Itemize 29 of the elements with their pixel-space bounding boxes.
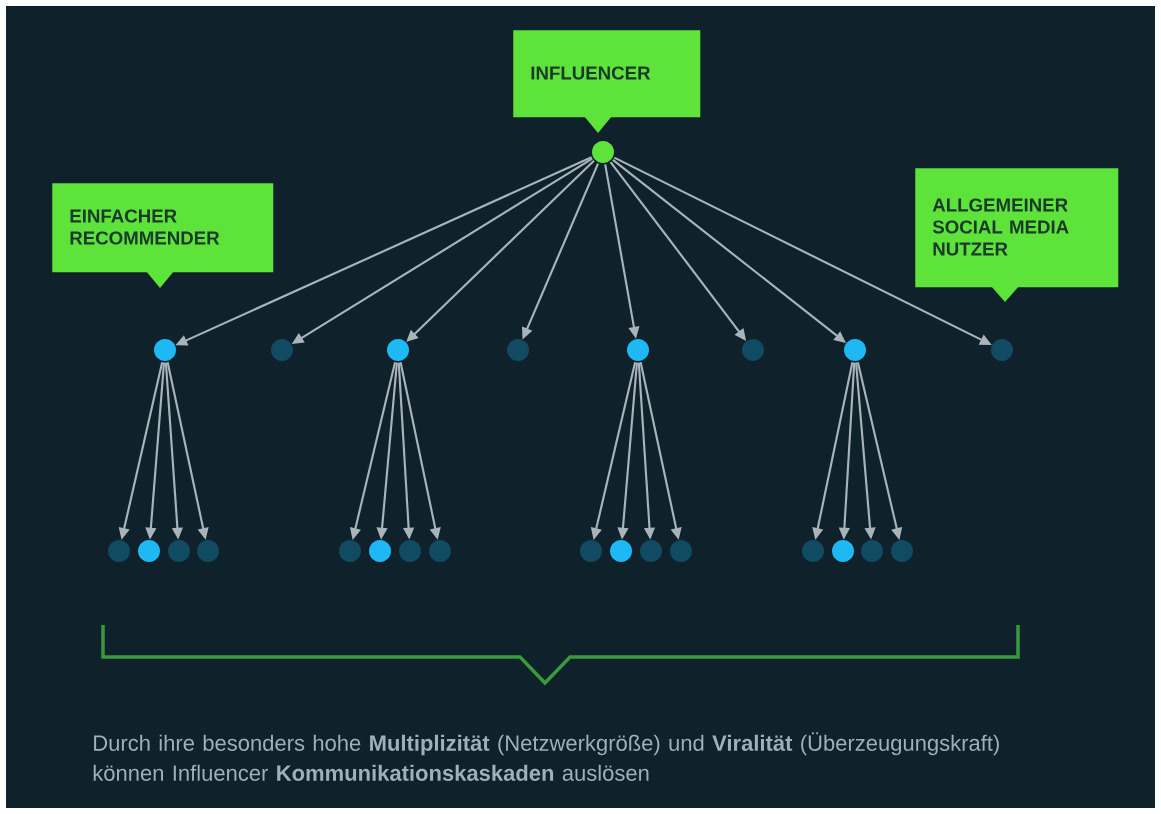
network-dot xyxy=(891,540,913,562)
network-dot xyxy=(387,339,409,361)
network-dot xyxy=(991,339,1013,361)
network-dot xyxy=(507,339,529,361)
network-dot xyxy=(580,540,602,562)
network-dot xyxy=(670,540,692,562)
network-dot xyxy=(168,540,190,562)
label-box: EINFACHER RECOMMENDER xyxy=(52,183,274,288)
network-dot xyxy=(592,141,614,163)
network-dot xyxy=(339,540,361,562)
network-dot xyxy=(429,540,451,562)
label-box: ALLGEMEINER SOCIAL MEDIA NUTZER xyxy=(915,168,1119,302)
label-box: INFLUENCER xyxy=(513,30,701,133)
network-dot xyxy=(802,540,824,562)
network-dot xyxy=(861,540,883,562)
network-dot xyxy=(610,540,632,562)
network-dot xyxy=(640,540,662,562)
network-dot xyxy=(844,339,866,361)
network-dot xyxy=(154,339,176,361)
network-dot xyxy=(369,540,391,562)
network-dot xyxy=(399,540,421,562)
network-dot xyxy=(197,540,219,562)
network-dot xyxy=(742,339,764,361)
caption: Durch ihre besonders hohe Multiplizität (Netzwerkgröße) und Viralität (Überzeugungskraft) können Influencer Kommunikationskaskaden auslösen xyxy=(93,732,999,781)
network-dot xyxy=(108,540,130,562)
network-dot xyxy=(138,540,160,562)
network-dot xyxy=(627,339,649,361)
network-dot xyxy=(271,339,293,361)
network-dot xyxy=(832,540,854,562)
